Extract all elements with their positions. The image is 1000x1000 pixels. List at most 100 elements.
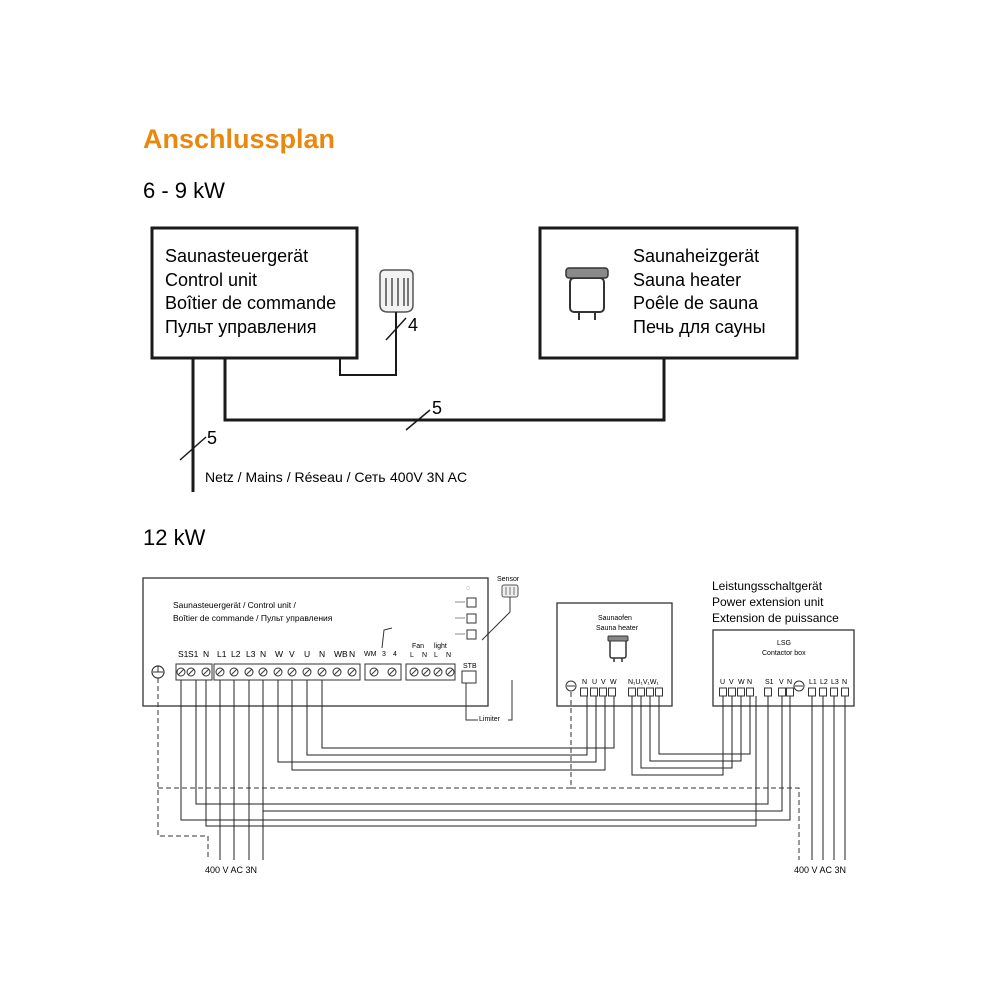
terminal-screw: [580, 687, 588, 697]
terminal-screw: [786, 687, 794, 697]
terminal-screw: [332, 667, 342, 677]
terminal-screw: [737, 687, 745, 697]
heater-terminal-v: V: [601, 679, 606, 686]
power-ext-label-en: Power extension unit: [712, 595, 824, 609]
lsg-terminal-label: V: [779, 679, 784, 686]
mains-cable-tick: [179, 436, 207, 461]
terminal-screw: [590, 687, 598, 697]
wiring-12kw: [180, 680, 846, 860]
terminal-screw: [445, 667, 455, 677]
terminal-screw: [244, 667, 254, 677]
sauna-heater-box: [538, 226, 799, 360]
terminal-screw: [778, 687, 786, 697]
ground-icon-heater: [565, 680, 577, 692]
control-terminal-label: L3: [246, 649, 256, 659]
heater-icon: [565, 267, 609, 320]
control-unit-label-de: Saunasteuergerät: [165, 246, 308, 266]
fan-terminal-n: N: [422, 652, 427, 659]
page-title: Anschlussplan: [143, 124, 335, 154]
control-terminal-screws: [176, 667, 455, 677]
terminal-screw: [287, 667, 297, 677]
terminal-screw: [347, 667, 357, 677]
section1-heading: 6 - 9 kW: [143, 178, 225, 203]
control-unit-12kw-label-2: Boîtier de commande / Пульт управления: [173, 613, 333, 623]
light-terminal-n: N: [446, 652, 451, 659]
sensor-icon: [379, 269, 414, 313]
control-terminal-label: U: [304, 649, 310, 659]
terminal-screw: [421, 667, 431, 677]
heater-12kw-label-1: Saunaofen: [598, 615, 632, 622]
heater-terminals-b: N₁U₁V₁W₁: [628, 679, 659, 686]
heater-cable-tick: [405, 409, 431, 431]
terminal-screw: [746, 687, 754, 697]
fan-terminal-l: L: [410, 652, 414, 659]
control-terminal-label: L1: [217, 649, 227, 659]
sensor-cable: [339, 312, 397, 376]
wm-switch-symbol: [381, 627, 393, 649]
control-unit-side-buttons: ◌: [455, 585, 477, 640]
terminal-block-s1: [175, 663, 213, 681]
section2-heading: 12 kW: [143, 525, 206, 550]
terminal-screw: [655, 687, 663, 697]
control-terminal-label: V: [289, 649, 295, 659]
heater-12kw-icon: [607, 635, 629, 662]
terminal-screw: [186, 667, 196, 677]
terminal-block-main: [213, 663, 361, 681]
control-unit-label-ru: Пульт управления: [165, 317, 316, 337]
terminal-screw: [302, 667, 312, 677]
control-terminal-label: N: [319, 649, 325, 659]
mains-label: Netz / Mains / Réseau / Сеть: [205, 469, 386, 485]
sensor-wire-count: 4: [408, 315, 418, 335]
lsg-terminal-label: L2: [820, 679, 828, 686]
fan-label: Fan: [412, 643, 424, 650]
mains-wire-count: 5: [207, 428, 217, 448]
control-unit-12kw-label-1: Saunasteuergerät / Control unit /: [173, 600, 296, 610]
terminal-screw: [215, 667, 225, 677]
control-terminal-label: S1: [188, 649, 199, 659]
light-label: light: [434, 643, 447, 650]
lsg-sublabel: Contactor box: [762, 650, 806, 657]
terminal-screw: [764, 687, 772, 697]
terminal-screw: [409, 667, 419, 677]
sensor-12kw-cable: [481, 597, 511, 641]
lsg-box: [712, 629, 855, 707]
terminal-screw: [808, 687, 816, 697]
ground-wiring: [157, 678, 800, 860]
terminal-screw: [317, 667, 327, 677]
lsg-terminal-label: N: [842, 679, 847, 686]
control-terminal-label: N: [203, 649, 209, 659]
terminal-screw: [628, 687, 636, 697]
lsg-terminal-label: L3: [831, 679, 839, 686]
terminal-screw: [830, 687, 838, 697]
lsg-terminal-screws: [719, 687, 849, 697]
lsg-terminal-label: S1: [765, 679, 774, 686]
control-unit-label-fr: Boîtier de commande: [165, 293, 336, 313]
ground-icon-control: [151, 665, 165, 679]
control-terminal-label: WB: [334, 649, 348, 659]
control-terminal-label: L2: [231, 649, 241, 659]
control-unit-box: [150, 226, 359, 360]
terminal-block-wm: [364, 663, 402, 681]
terminal-screw: [719, 687, 727, 697]
terminal-screw: [819, 687, 827, 697]
control-terminal-label: N: [349, 649, 355, 659]
lsg-label: LSG: [777, 640, 791, 647]
ground-icon-lsg: [793, 680, 805, 692]
wm-terminal-4: 4: [393, 651, 397, 658]
heater-label-ru: Печь для сауны: [633, 317, 766, 337]
terminal-screw: [387, 667, 397, 677]
heater-label-en: Sauna heater: [633, 270, 741, 290]
lsg-terminal-label: N: [747, 679, 752, 686]
terminal-screw: [201, 667, 211, 677]
power-ext-label-fr: Extension de puissance: [712, 611, 839, 625]
terminal-screw: [728, 687, 736, 697]
heater-label-de: Saunaheizgerät: [633, 246, 759, 266]
lsg-terminal-label: U: [720, 679, 725, 686]
heater-label-fr: Poêle de sauna: [633, 293, 759, 313]
terminal-screw: [646, 687, 654, 697]
sensor-12kw-icon: [501, 584, 519, 598]
lsg-terminal-label: L1: [809, 679, 817, 686]
